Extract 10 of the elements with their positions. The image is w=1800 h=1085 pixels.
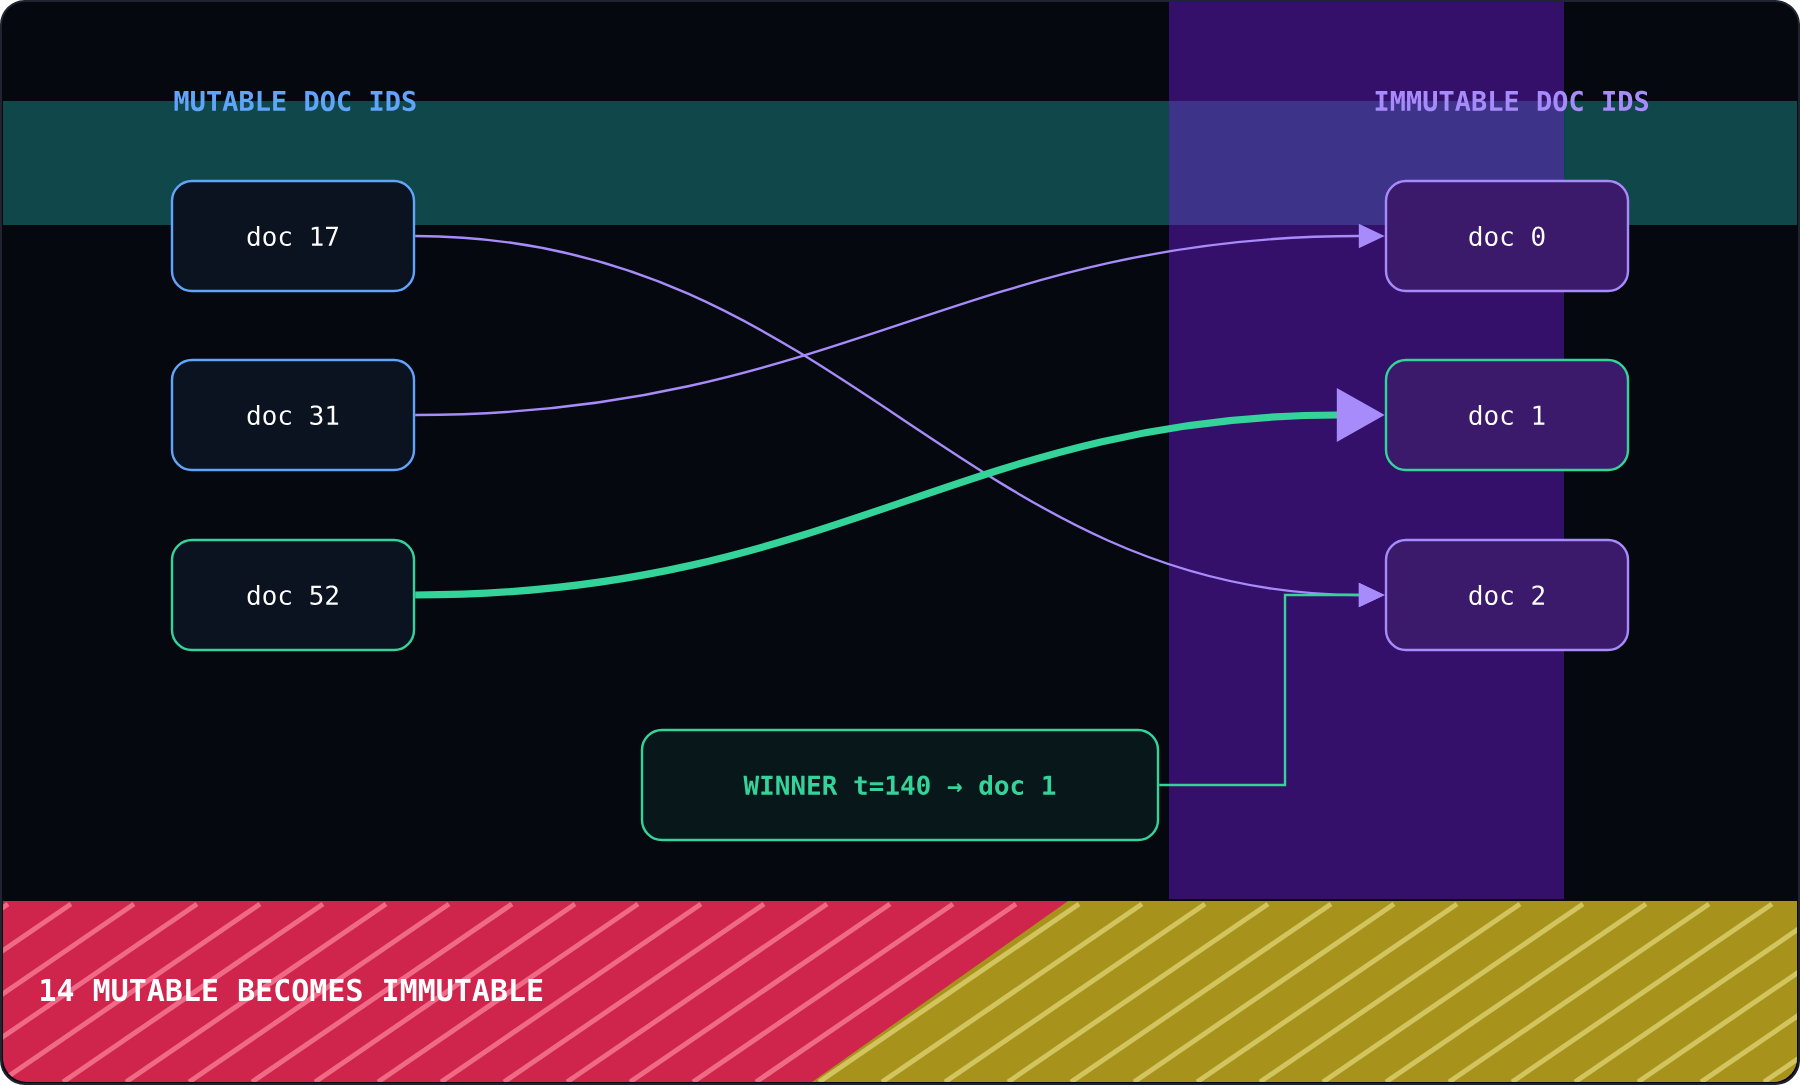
doc-id-box: doc 31	[170, 358, 416, 472]
footer-title: 14 MUTABLE BECOMES IMMUTABLE	[41, 978, 543, 1002]
column-heading: MUTABLE DOC IDS	[174, 90, 416, 112]
doc-id-box: doc 1	[1384, 358, 1630, 472]
doc-id-box: doc 2	[1384, 538, 1630, 652]
doc-id-box: doc 0	[1384, 179, 1630, 293]
doc-id-box: doc 52	[170, 538, 416, 652]
winner-box: WINNER t=140 → doc 1	[640, 728, 1160, 842]
column-heading: IMMUTABLE DOC IDS	[1375, 90, 1649, 112]
doc-id-box: doc 17	[170, 179, 416, 293]
